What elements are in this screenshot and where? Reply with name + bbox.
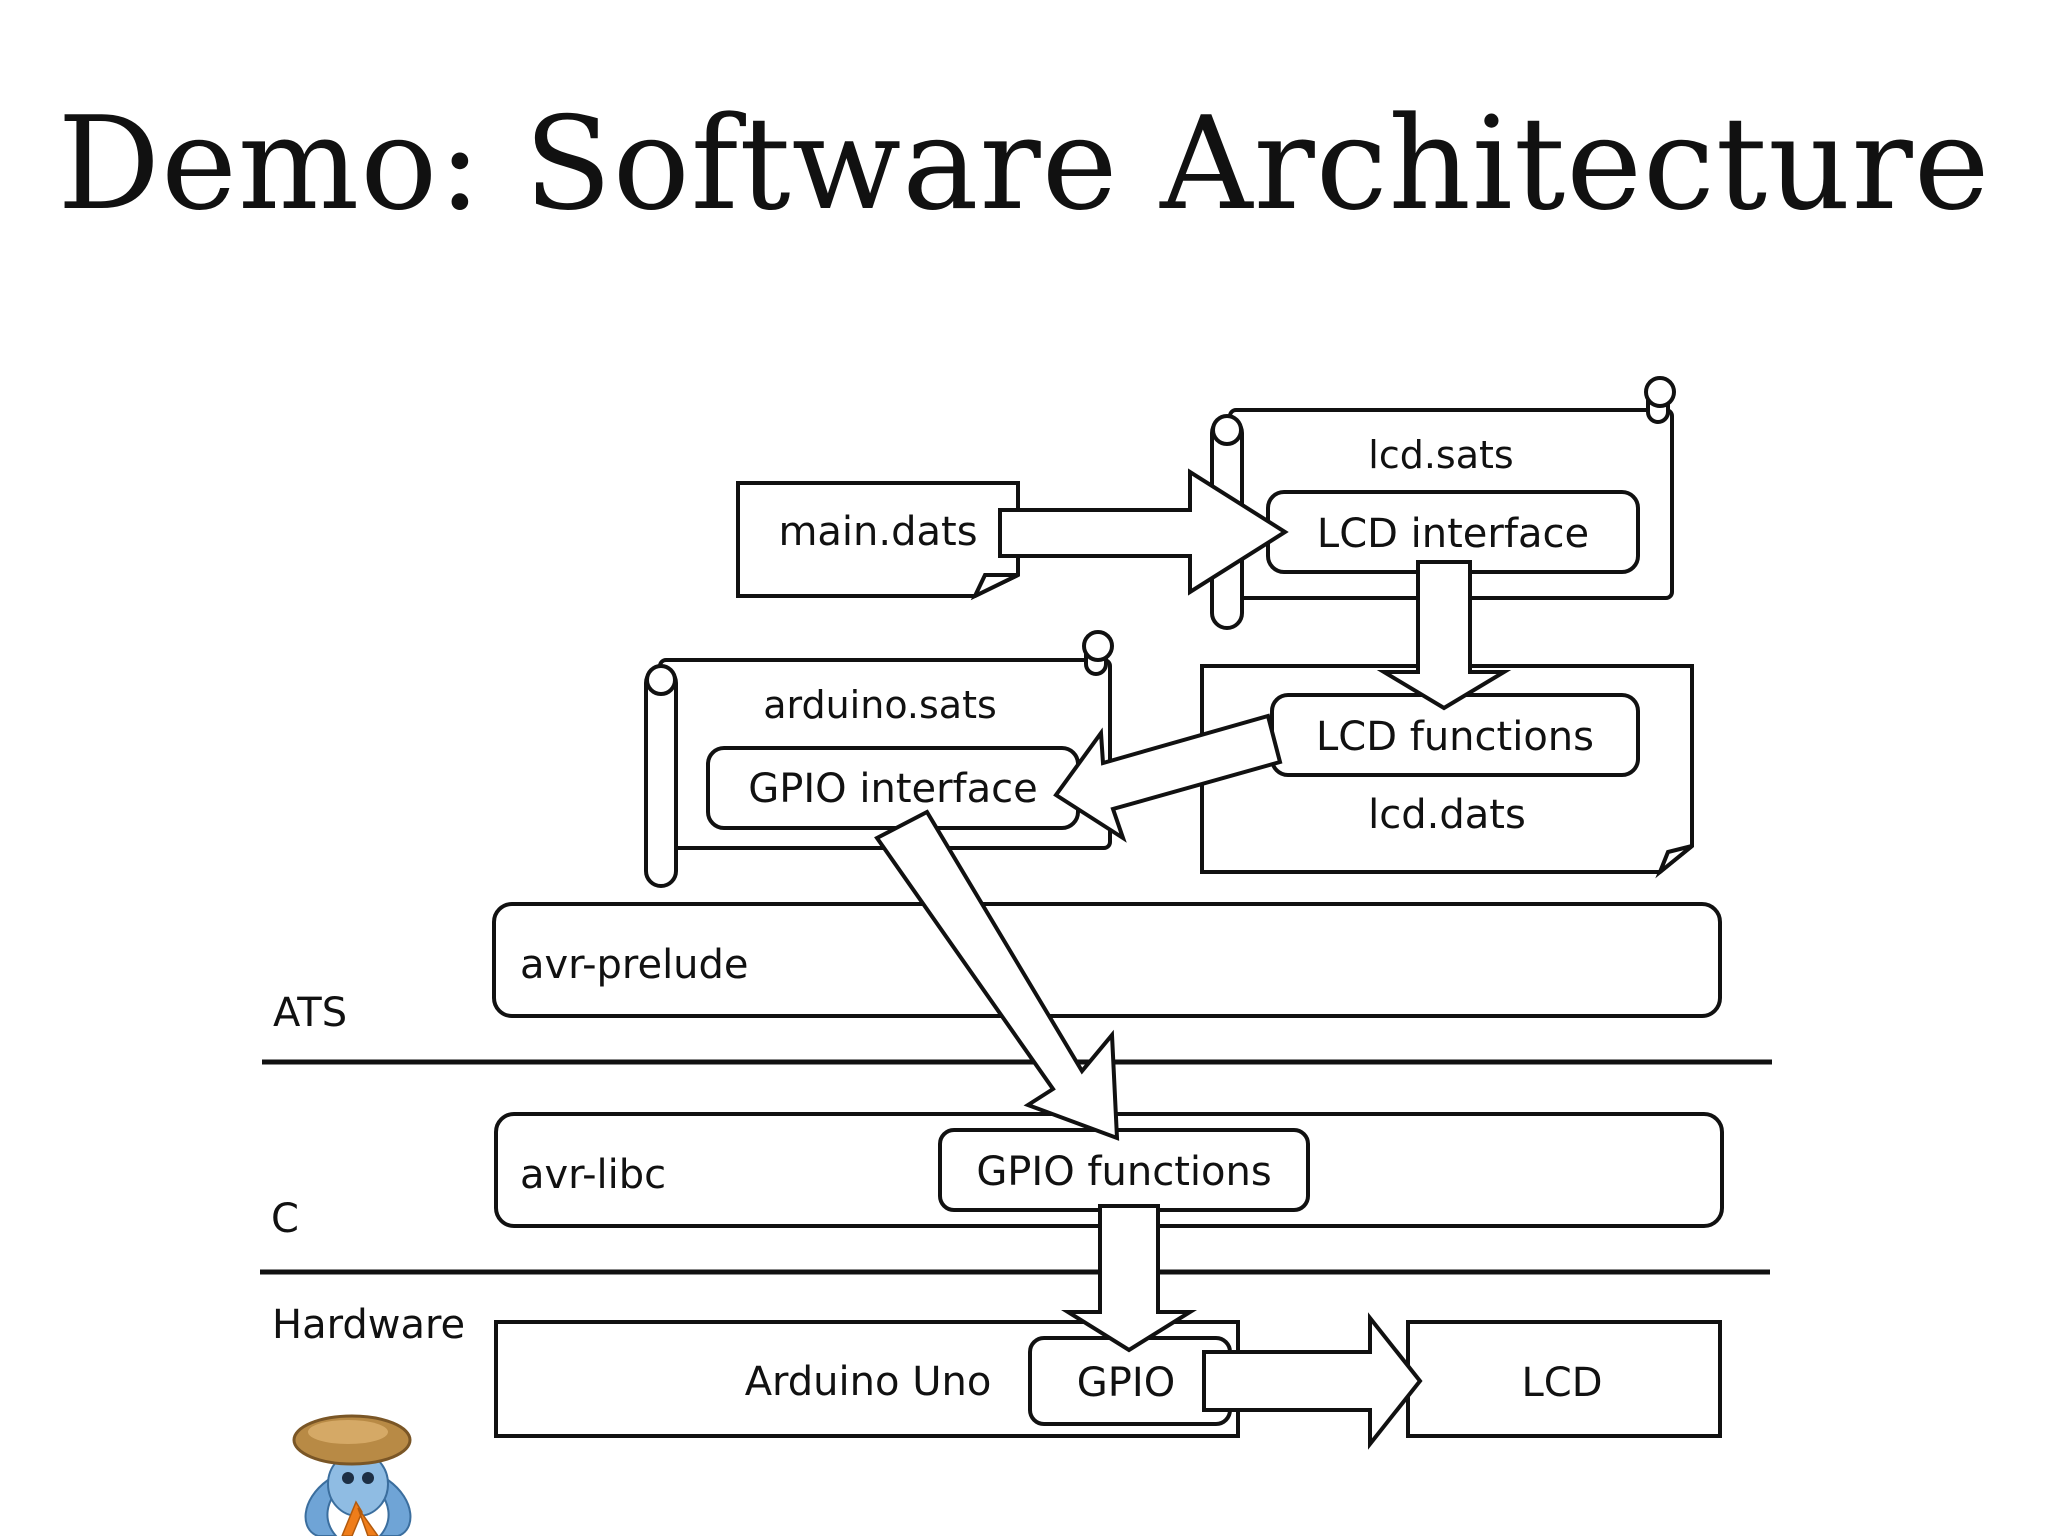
avr-libc-label: avr-libc <box>520 1152 666 1198</box>
slide-title: Demo: Software Architecture <box>57 90 1991 239</box>
arduino-uno-label: Arduino Uno <box>745 1359 992 1405</box>
avr-prelude-box <box>492 902 1722 1018</box>
lcd-label: LCD <box>1521 1360 1602 1406</box>
lcd-functions-to-gpio-interface-arrow <box>1053 713 1283 843</box>
hardware-layer-label: Hardware <box>272 1302 465 1348</box>
ats-mascot-icon <box>292 1414 412 1536</box>
gpio-to-lcd-arrow <box>1202 1312 1423 1450</box>
arduino-sats-scroll: arduino.sats GPIO interface <box>644 630 1114 888</box>
main-to-lcd-interface-arrow <box>998 468 1289 596</box>
ats-layer-label: ATS <box>273 990 347 1036</box>
lcd-interface-to-lcd-functions-arrow <box>1376 560 1512 711</box>
c-layer-label: C <box>271 1196 299 1242</box>
main-dats-label: main.dats <box>778 509 977 555</box>
main-dats-document: main.dats <box>736 481 1020 601</box>
gpio-interface-to-gpio-functions-arrow <box>874 809 1120 1141</box>
lcd-box <box>1406 1320 1722 1438</box>
lcd-dats-label: lcd.dats <box>1368 792 1526 838</box>
gpio-functions-label: GPIO functions <box>976 1149 1271 1195</box>
avr-prelude-label: avr-prelude <box>520 942 749 988</box>
gpio-functions-to-gpio-arrow <box>1061 1204 1197 1353</box>
gpio-label: GPIO <box>1077 1360 1175 1406</box>
arduino-sats-label: arduino.sats <box>763 683 997 727</box>
lcd-sats-label: lcd.sats <box>1368 433 1513 477</box>
lcd-functions-label: LCD functions <box>1316 714 1594 760</box>
gpio-interface-label: GPIO interface <box>748 766 1038 812</box>
lcd-interface-label: LCD interface <box>1317 511 1589 557</box>
